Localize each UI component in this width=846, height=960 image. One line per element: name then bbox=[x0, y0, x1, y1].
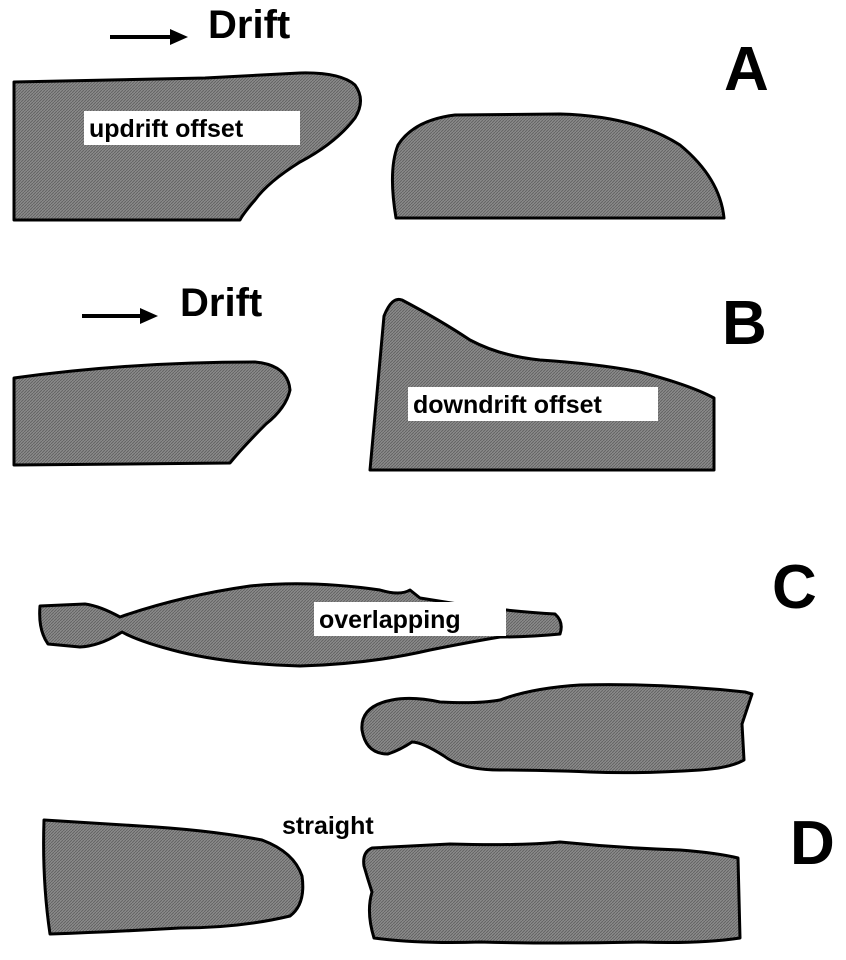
downdrift-barrier-island bbox=[392, 114, 724, 218]
downdrift-barrier-island bbox=[370, 299, 714, 470]
panel-letter: D bbox=[790, 809, 835, 878]
drift-arrow-icon bbox=[82, 308, 158, 324]
panel-letter: A bbox=[724, 35, 769, 104]
panel-letter: B bbox=[722, 289, 767, 358]
updrift-barrier-island bbox=[14, 362, 290, 465]
overlapping-barrier-island-lower bbox=[362, 685, 752, 773]
drift-label: Drift bbox=[208, 3, 290, 47]
panel-letter: C bbox=[772, 553, 817, 622]
drift-label: Drift bbox=[180, 281, 262, 325]
downdrift-offset-label: downdrift offset bbox=[413, 391, 603, 419]
panel-d: D straight bbox=[44, 809, 835, 943]
drift-arrow-icon bbox=[110, 29, 188, 45]
overlapping-label: overlapping bbox=[319, 606, 461, 634]
straight-barrier-island-right bbox=[364, 842, 740, 943]
panel-c: C overlapping bbox=[40, 553, 817, 773]
panel-b: Drift B downdrift offset bbox=[14, 281, 767, 470]
updrift-offset-label: updrift offset bbox=[89, 115, 244, 143]
updrift-barrier-island bbox=[14, 73, 361, 220]
straight-barrier-island-left bbox=[44, 820, 303, 934]
panel-a: Drift A updrift offset bbox=[14, 3, 769, 220]
straight-label: straight bbox=[282, 812, 374, 840]
